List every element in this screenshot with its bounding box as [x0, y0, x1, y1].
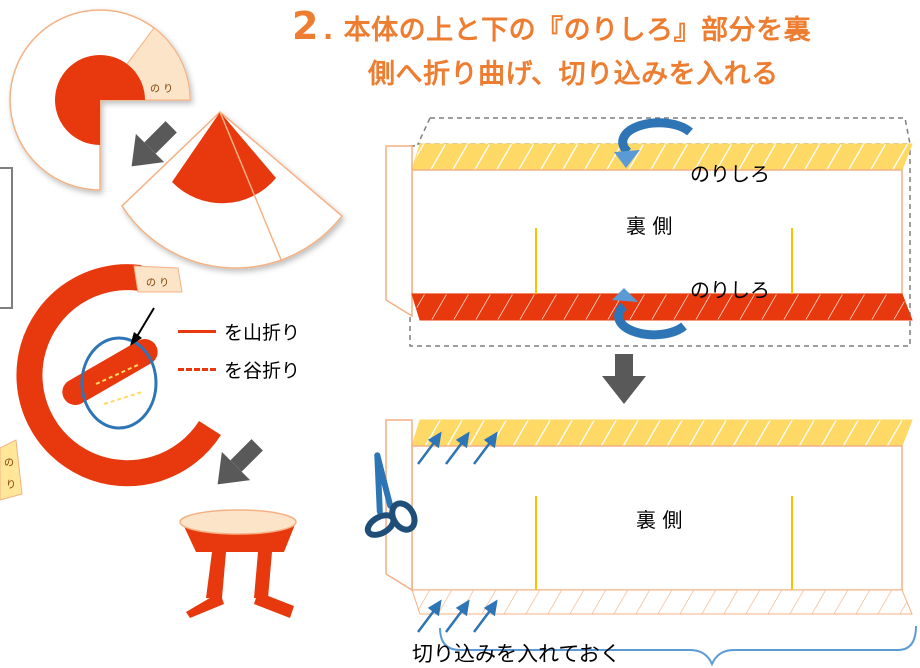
cut-arrows-top	[417, 431, 498, 465]
scissors-icon	[364, 452, 418, 538]
legend-valley-fold: を谷折り	[178, 356, 300, 383]
down-arrow-icon	[602, 354, 646, 404]
disc-red-center	[55, 55, 145, 145]
solid-line-swatch	[178, 330, 216, 333]
glue-label-disc: の り	[150, 84, 174, 95]
step-title-line2: 側へ折り曲げ、切り込みを入れる	[368, 59, 779, 90]
fan-shaped-part	[121, 110, 344, 269]
glue-area-label-lower: のりしろ	[690, 278, 770, 302]
legend-mountain-label: を山折り	[224, 322, 301, 344]
assembled-stand	[179, 509, 297, 618]
down-arrow-icon	[217, 439, 263, 485]
step-suffix: .	[322, 15, 334, 46]
step-title-line1: 2. 本体の上と下の『のりしろ』部分を裏	[292, 4, 811, 48]
brace-icon	[439, 625, 917, 667]
body-panel-cut	[385, 419, 913, 615]
title-text-1: 本体の上と下の『のりしろ』部分を裏	[343, 15, 812, 46]
back-side-label-top: 裏 側	[626, 214, 673, 238]
cut-caption: 切り込みを入れておく	[412, 642, 621, 666]
glue-tab-left	[0, 439, 23, 501]
down-arrow-icon	[131, 121, 177, 167]
step-number: 2	[292, 4, 319, 48]
base-disc-part	[9, 9, 191, 191]
back-side-label-bottom: 裏 側	[636, 508, 683, 532]
legend-mountain-fold: を山折り	[178, 318, 300, 345]
pointer-arrow-icon	[130, 307, 155, 346]
edge-fragment	[0, 167, 13, 309]
cut-arrows-bottom	[417, 599, 498, 633]
glue-label-ring: の り	[146, 278, 170, 289]
glue-label-edge-1: の	[4, 458, 14, 469]
dashed-line-swatch	[178, 368, 216, 371]
glue-label-edge-2: り	[6, 480, 16, 491]
highlight-circle	[80, 336, 158, 430]
glue-area-label-upper: のりしろ	[690, 162, 770, 186]
curved-arrow-icon	[612, 288, 687, 340]
legend-valley-label: を谷折り	[224, 360, 301, 382]
curved-arrow-icon	[614, 118, 693, 168]
body-panel-folding	[385, 117, 913, 347]
red-ring-part	[16, 264, 221, 487]
